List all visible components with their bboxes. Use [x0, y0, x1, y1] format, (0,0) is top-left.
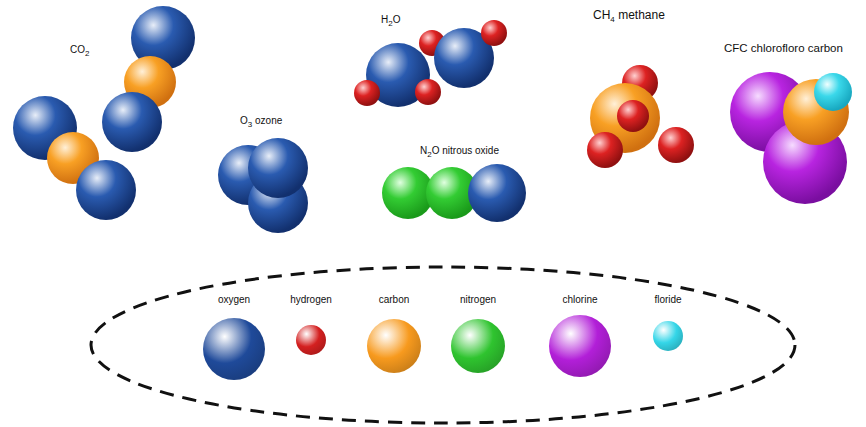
cfc-molecule: [730, 72, 852, 204]
legend-outline: [91, 267, 795, 423]
molecule-label: CH4 methane: [593, 9, 665, 22]
ozone-molecule: [218, 138, 308, 233]
atom-swatch: [367, 319, 421, 373]
co2-molecules: [13, 6, 195, 220]
legend-label: chlorine: [562, 294, 597, 305]
nitrous-oxide-molecule: [382, 164, 526, 222]
molecule-label: O3 ozone: [240, 115, 282, 126]
atom-swatch: [653, 321, 683, 351]
atom-swatch: [451, 319, 505, 373]
molecule-label: N2O nitrous oxide: [420, 145, 499, 156]
molecule-label: H2O: [381, 14, 400, 25]
legend-label: oxygen: [218, 294, 250, 305]
atom-swatch: [203, 318, 265, 380]
atom-swatch: [296, 325, 326, 355]
molecule-label: CFC chlorofloro carbon: [724, 42, 843, 55]
legend-label: hydrogen: [290, 294, 332, 305]
molecule-label: CO2: [70, 44, 89, 55]
legend-label: floride: [654, 294, 681, 305]
legend-label: carbon: [379, 294, 410, 305]
water-molecules: [354, 20, 507, 107]
atom-swatch: [549, 315, 611, 377]
legend-label: nitrogen: [460, 294, 496, 305]
methane-molecule: [587, 65, 694, 168]
